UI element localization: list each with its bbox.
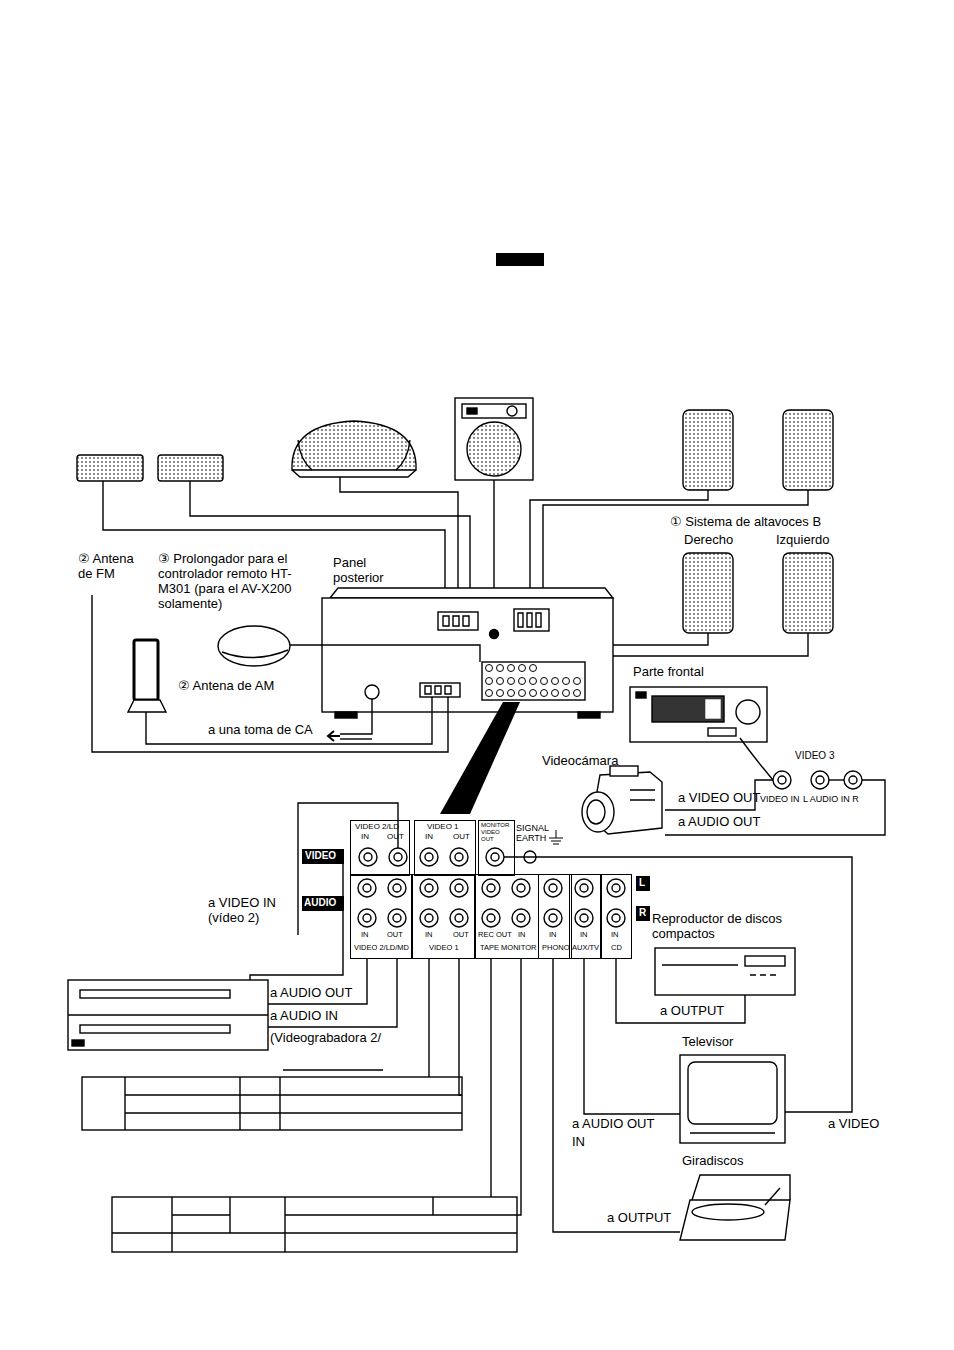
panel-label: OUT bbox=[453, 931, 469, 940]
panel-label: VIDEO 2/LD bbox=[355, 822, 399, 831]
panel-label: IN bbox=[425, 832, 433, 841]
callout-label: a OUTPUT bbox=[607, 1211, 671, 1226]
panel-label: IN bbox=[580, 931, 588, 940]
callout-label: ② Antena de FM bbox=[78, 552, 150, 582]
jack-group-box: IN PHONO bbox=[538, 874, 572, 959]
callout-label: Televisor bbox=[682, 1035, 733, 1050]
jack-group-box: IN AUX/TV bbox=[569, 874, 602, 959]
panel-label: CD bbox=[611, 944, 622, 953]
panel-label: VIDEO 1 bbox=[427, 822, 459, 831]
callout-label: L AUDIO IN R bbox=[803, 794, 859, 804]
jack-group-box: REC OUT IN TAPE MONITOR bbox=[475, 874, 539, 959]
panel-label: OUT bbox=[453, 832, 470, 841]
callout-label: a AUDIO OUT bbox=[270, 986, 352, 1001]
callout-label: Reproductor de discos compactos bbox=[652, 912, 802, 942]
signal-tag: AUDIO bbox=[302, 896, 344, 911]
jack-group-box: VIDEO 2/LDIN OUT bbox=[350, 820, 410, 876]
panel-label: MONITOR VIDEO OUT bbox=[481, 822, 513, 843]
callout-label: a OUTPUT bbox=[660, 1004, 724, 1019]
callout-label: Giradiscos bbox=[682, 1154, 743, 1169]
callout-label: VIDEO 3 bbox=[795, 750, 834, 762]
callout-label: a AUDIO OUT bbox=[572, 1117, 654, 1132]
panel-label: OUT bbox=[387, 931, 403, 940]
panel-label: TAPE MONITOR bbox=[480, 944, 536, 953]
panel-label: IN bbox=[425, 931, 433, 940]
panel-label: AUDIO bbox=[304, 897, 336, 909]
callout-label: a una toma de CA bbox=[208, 723, 313, 738]
jack-group-box: IN CD bbox=[600, 874, 632, 959]
panel-label: OUT bbox=[387, 832, 404, 841]
callout-label: Videocámara bbox=[542, 754, 618, 769]
callout-label: a VIDEO OUT bbox=[678, 791, 760, 806]
signal-tag: VIDEO bbox=[302, 849, 344, 864]
panel-label: IN bbox=[549, 931, 557, 940]
callout-label: ① Sistema de altavoces B bbox=[670, 515, 821, 530]
jack-group-box: VIDEO 1IN OUT bbox=[414, 820, 476, 876]
callout-label: IN bbox=[572, 1135, 585, 1150]
callout-label: (Videograbadora 2/ bbox=[270, 1031, 381, 1046]
signal-tag: R bbox=[636, 906, 650, 921]
callout-label: Izquierdo bbox=[776, 533, 829, 548]
callout-label: ③ Prolongador para el controlador remoto… bbox=[158, 552, 308, 612]
callout-label: Panel posterior bbox=[333, 556, 399, 586]
callout-label: Parte frontal bbox=[633, 665, 704, 680]
callout-label: a AUDIO OUT bbox=[678, 815, 760, 830]
panel-label: VIDEO 1 bbox=[429, 944, 459, 953]
callout-label: a VIDEO bbox=[828, 1117, 879, 1132]
panel-label: IN bbox=[361, 832, 369, 841]
panel-label: IN bbox=[361, 931, 369, 940]
panel-label: R bbox=[639, 907, 646, 919]
callout-label: ② Antena de AM bbox=[178, 679, 274, 694]
jack-group-box: MONITOR VIDEO OUT bbox=[478, 820, 515, 876]
panel-label: VIDEO 2/LD/MD bbox=[354, 944, 409, 953]
callout-label: SIGNAL EARTH bbox=[516, 823, 556, 844]
callout-label: Derecho bbox=[684, 533, 733, 548]
panel-label: AUX/TV bbox=[572, 944, 599, 953]
panel-label: VIDEO bbox=[305, 850, 336, 862]
panel-label: REC OUT bbox=[478, 931, 512, 940]
jack-group-box: IN OUT VIDEO 1 bbox=[412, 874, 475, 959]
callout-label: VIDEO IN bbox=[760, 794, 800, 804]
panel-label: IN bbox=[611, 931, 619, 940]
jack-group-box: IN OUT VIDEO 2/LD/MD bbox=[350, 874, 412, 959]
signal-tag: L bbox=[636, 876, 650, 891]
panel-label: L bbox=[639, 877, 645, 889]
panel-label: PHONO bbox=[542, 944, 570, 953]
callout-label: a VIDEO IN (vídeo 2) bbox=[208, 896, 294, 926]
panel-label: IN bbox=[518, 931, 526, 940]
callout-label: a AUDIO IN bbox=[270, 1009, 338, 1024]
